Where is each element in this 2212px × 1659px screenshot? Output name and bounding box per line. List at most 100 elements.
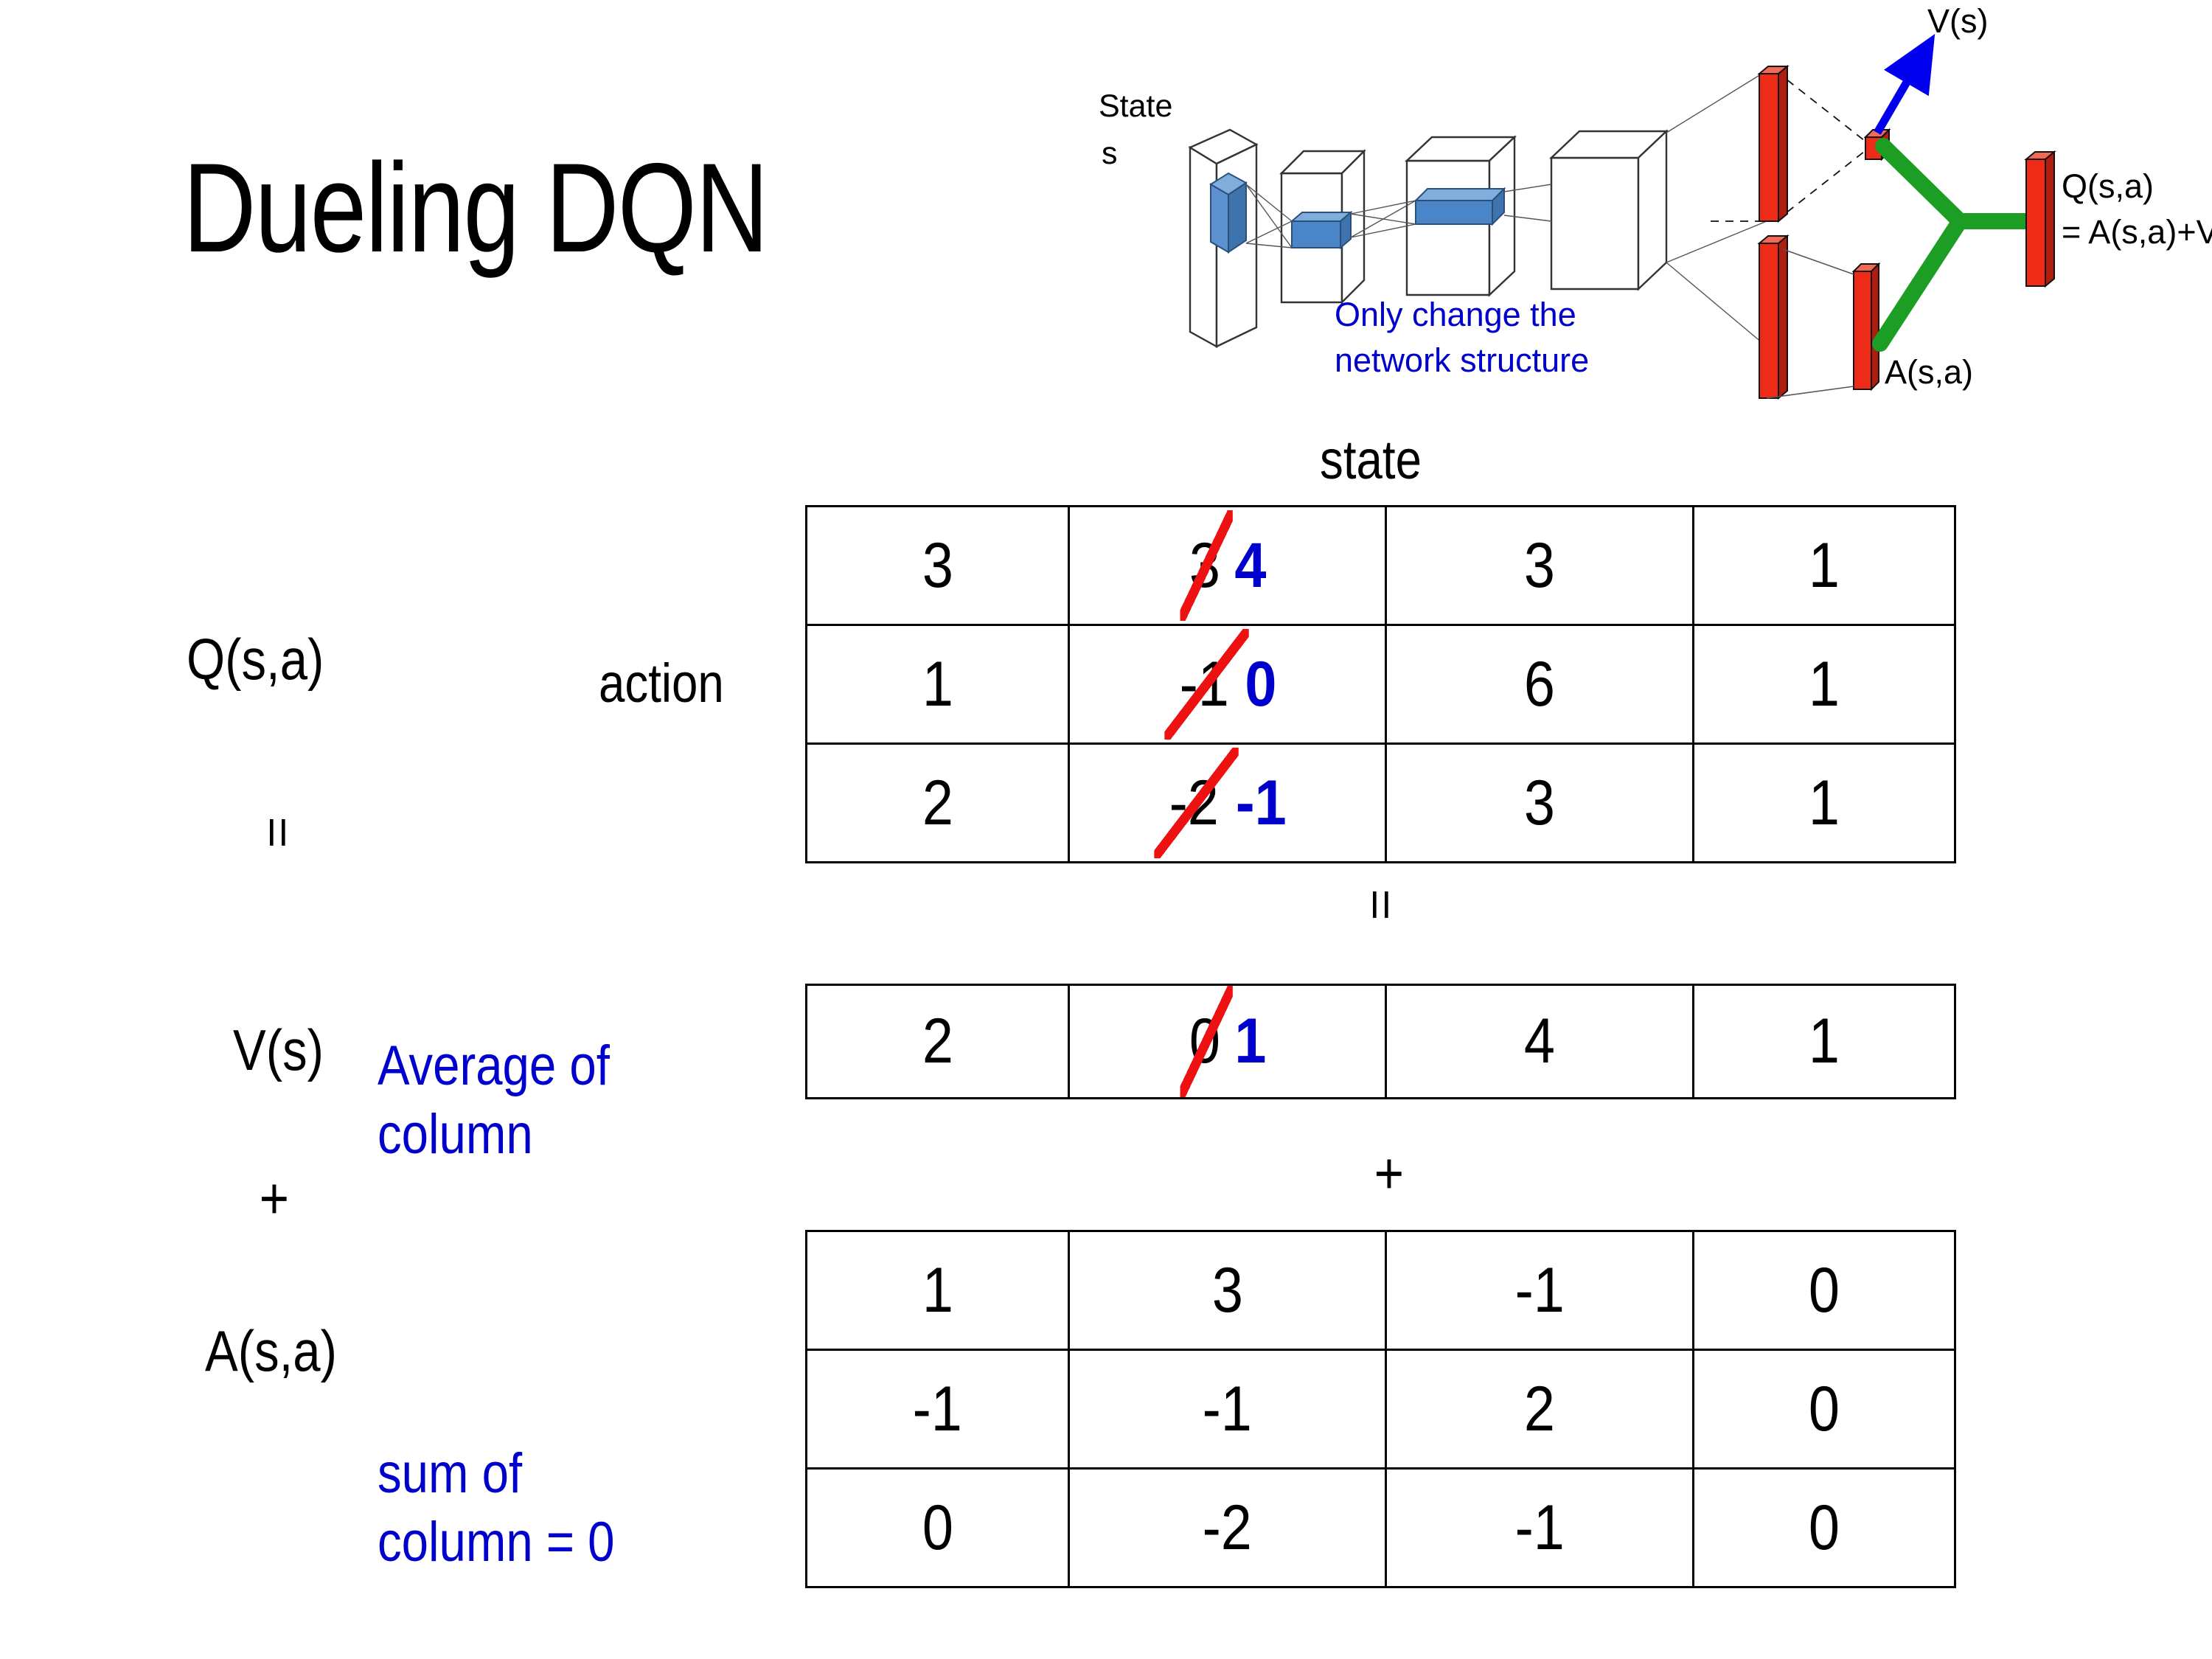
cell-value: 0 bbox=[1808, 1492, 1840, 1563]
average-note-line1: Average of bbox=[378, 1034, 610, 1097]
page-title: Dueling DQN bbox=[183, 137, 769, 279]
average-of-column-note: Average of column bbox=[378, 1032, 610, 1169]
corrected-new-value: -1 bbox=[1235, 767, 1287, 838]
q-output-bar bbox=[2024, 150, 2056, 288]
struck-old-value: -2 bbox=[1154, 747, 1239, 859]
cell-value: 6 bbox=[1523, 648, 1556, 720]
table-cell: 1 bbox=[1692, 505, 1956, 626]
value-scalar-node bbox=[1863, 128, 1891, 161]
cell-value: -1 bbox=[1514, 1492, 1565, 1563]
table-cell: 3 bbox=[1385, 505, 1694, 626]
merge-green-link bbox=[1872, 138, 2037, 352]
cell-value: 1 bbox=[922, 1254, 953, 1326]
plus-sign-left: + bbox=[246, 1181, 303, 1217]
table-cell: 2 bbox=[805, 742, 1070, 863]
conv-block-1 bbox=[1279, 149, 1366, 305]
diagram-state-label-line1: State bbox=[1099, 88, 1172, 124]
struck-old-value: 3 bbox=[1179, 509, 1233, 622]
diagram-note-line2: network structure bbox=[1335, 341, 1589, 379]
conv-feature-1 bbox=[1290, 210, 1353, 250]
sum-note-line2: column = 0 bbox=[378, 1510, 615, 1573]
value-stream-dashes bbox=[1711, 70, 1872, 222]
table-cell: 1 bbox=[1692, 624, 1956, 745]
table-cell: 1 bbox=[1692, 984, 1956, 1099]
table-cell: 3 bbox=[805, 505, 1070, 626]
cell-value: 4 bbox=[1523, 1006, 1556, 1077]
cell-value: 2 bbox=[1523, 1373, 1556, 1444]
table-row: -1 -1 2 0 bbox=[805, 1349, 1956, 1470]
advantage-connectors bbox=[1766, 248, 1854, 399]
cell-value: 1 bbox=[1808, 529, 1840, 601]
a-table-label: A(s,a) bbox=[205, 1318, 337, 1383]
table-cell: 0 bbox=[1692, 1467, 1956, 1588]
struck-old-value: 0 bbox=[1179, 986, 1233, 1097]
diagram-q-label-line2: = A(s,a)+V(s) bbox=[2062, 213, 2212, 251]
dueling-network-diagram: State s Only change the network structur… bbox=[1099, 0, 2212, 413]
cell-value: -1 bbox=[1514, 1254, 1565, 1326]
corrected-new-value: 0 bbox=[1245, 648, 1277, 720]
v-table-label: V(s) bbox=[233, 1018, 324, 1082]
table-cell: -1 bbox=[1068, 1349, 1387, 1470]
table-cell: 4 bbox=[1385, 984, 1694, 1099]
equals-sign-center: = bbox=[1354, 888, 1408, 921]
input-feature-patch bbox=[1209, 172, 1248, 254]
value-stream-bar bbox=[1757, 64, 1790, 223]
table-row: 1 3 -1 0 bbox=[805, 1230, 1956, 1351]
diagram-state-label-line2: s bbox=[1102, 136, 1118, 171]
stream-split-lines bbox=[1666, 70, 1767, 347]
diagram-value-label: V(s) bbox=[1927, 2, 1989, 40]
table-cell: 3 bbox=[1385, 742, 1694, 863]
sum-of-column-note: sum of column = 0 bbox=[378, 1440, 615, 1576]
diagram-q-label-line1: Q(s,a) bbox=[2062, 167, 2154, 205]
value-arrow bbox=[1874, 33, 1935, 135]
struck-old-value: -1 bbox=[1164, 628, 1250, 740]
table-cell: 0 bbox=[805, 1467, 1070, 1588]
equals-sign-left: = bbox=[251, 816, 305, 849]
conv-feature-2 bbox=[1413, 187, 1506, 226]
conv-block-3 bbox=[1548, 129, 1669, 291]
cell-value: 3 bbox=[1523, 767, 1556, 838]
diagram-note-line1: Only change the bbox=[1335, 296, 1576, 333]
table-cell: -1 bbox=[805, 1349, 1070, 1470]
cell-value: 3 bbox=[1523, 529, 1556, 601]
table-cell: -2 bbox=[1068, 1467, 1387, 1588]
table-cell: 6 bbox=[1385, 624, 1694, 745]
table-cell: 1 bbox=[805, 624, 1070, 745]
cell-value: 3 bbox=[1211, 1254, 1243, 1326]
table-cell: 3 bbox=[1068, 1230, 1387, 1351]
average-note-line2: column bbox=[378, 1102, 533, 1166]
advantage-output-bar bbox=[1851, 262, 1881, 392]
table-cell: 1 bbox=[1692, 742, 1956, 863]
cell-value: 0 bbox=[1808, 1254, 1840, 1326]
cell-value: -1 bbox=[1202, 1373, 1253, 1444]
table-cell: 2 bbox=[1385, 1349, 1694, 1470]
cell-value: 1 bbox=[1808, 1006, 1840, 1077]
q-table-label: Q(s,a) bbox=[187, 627, 324, 692]
cell-value: 1 bbox=[1808, 767, 1840, 838]
state-axis-label: state bbox=[1320, 429, 1422, 490]
corrected-new-value: 1 bbox=[1234, 1006, 1266, 1077]
corrected-new-value: 4 bbox=[1234, 529, 1266, 601]
cell-value: 3 bbox=[922, 529, 953, 601]
table-cell: 1 bbox=[805, 1230, 1070, 1351]
action-axis-label: action bbox=[599, 653, 724, 714]
table-cell: -1 bbox=[1385, 1467, 1694, 1588]
plus-sign-center: + bbox=[1361, 1156, 1418, 1192]
table-cell: 2 bbox=[805, 984, 1070, 1099]
cell-value: 1 bbox=[922, 648, 953, 720]
table-cell: 0 bbox=[1692, 1349, 1956, 1470]
cell-value: -1 bbox=[912, 1373, 963, 1444]
